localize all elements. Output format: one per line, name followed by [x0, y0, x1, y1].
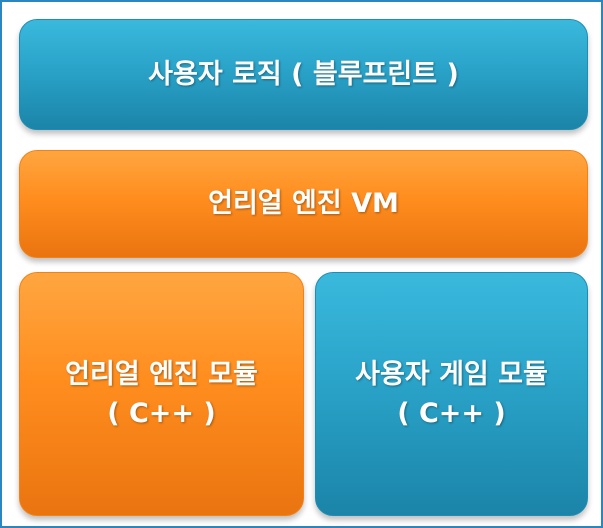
user-logic-label: 사용자 로직 ( 블루프린트 )	[148, 58, 459, 90]
engine-module-label: 언리얼 엔진 모듈	[65, 358, 258, 390]
engine-module-language: ( C++ )	[107, 398, 216, 429]
user-logic-block: 사용자 로직 ( 블루프린트 )	[19, 19, 588, 130]
user-module-label: 사용자 게임 모듈	[355, 358, 548, 390]
engine-module-text: 언리얼 엔진 모듈 ( C++ )	[65, 355, 258, 433]
engine-vm-label: 언리얼 엔진 VM	[208, 188, 399, 220]
user-module-block: 사용자 게임 모듈 ( C++ )	[315, 272, 588, 516]
user-module-language: ( C++ )	[397, 398, 506, 429]
user-module-text: 사용자 게임 모듈 ( C++ )	[355, 355, 548, 433]
engine-vm-block: 언리얼 엔진 VM	[19, 150, 588, 258]
engine-module-block: 언리얼 엔진 모듈 ( C++ )	[19, 272, 304, 516]
